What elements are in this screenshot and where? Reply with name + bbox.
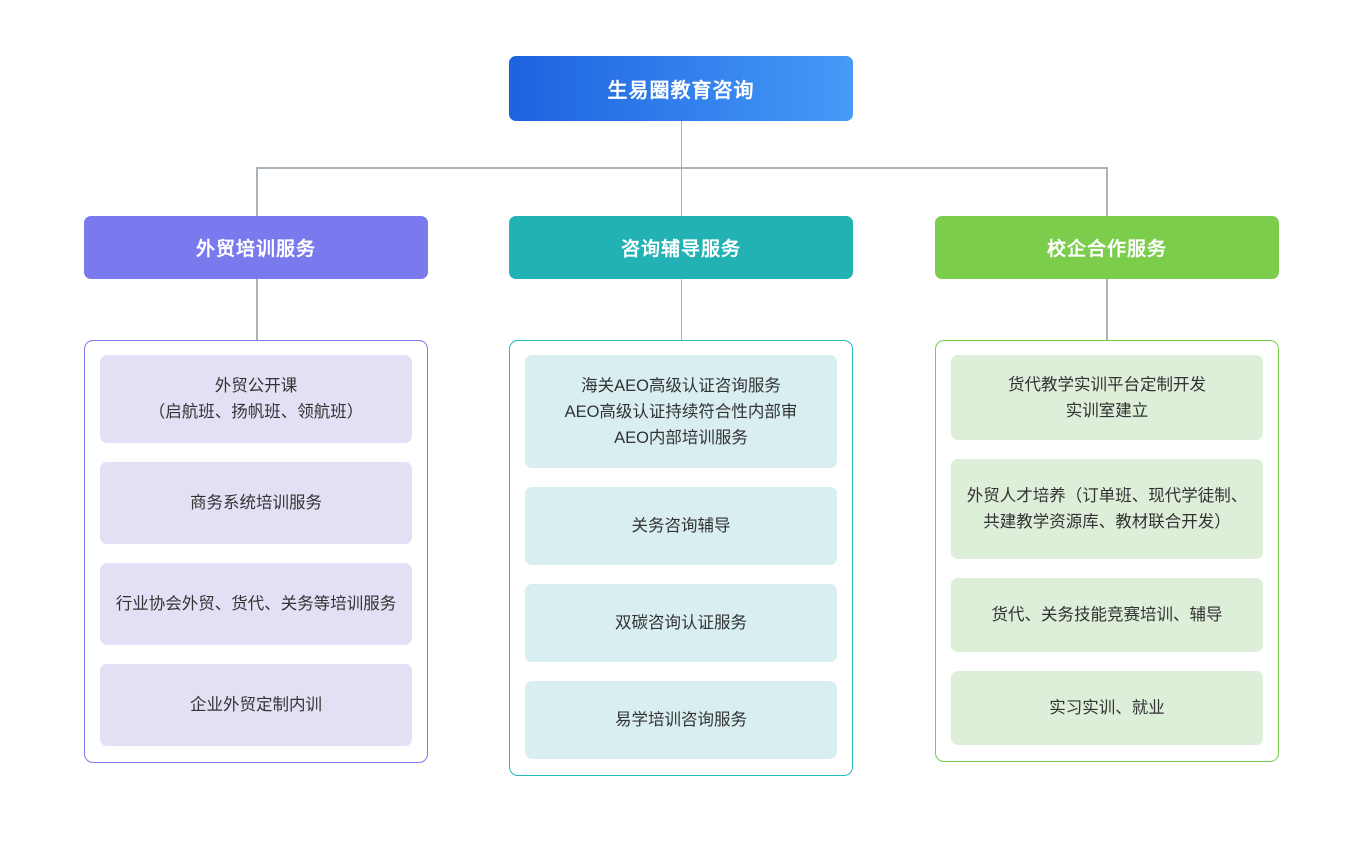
service-chip[interactable]: 易学培训咨询服务 (525, 681, 837, 759)
connector-header-to-body-2 (680, 279, 682, 341)
branch-header-1[interactable]: 外贸培训服务 (84, 216, 428, 279)
root-node-label: 生易圈教育咨询 (607, 80, 755, 102)
branch-column-2: 咨询辅导服务 海关AEO高级认证咨询服务 AEO高级认证持续符合性内部审 AEO… (509, 216, 853, 776)
service-chip[interactable]: 外贸人才培养（订单班、现代学徒制、共建教学资源库、教材联合开发） (951, 459, 1263, 559)
branch-header-label-1: 外贸培训服务 (195, 239, 316, 260)
branch-header-label-3: 校企合作服务 (1046, 239, 1167, 260)
branch-header-label-2: 咨询辅导服务 (620, 239, 741, 260)
service-chip[interactable]: 货代教学实训平台定制开发 实训室建立 (951, 355, 1263, 440)
branch-column-1: 外贸培训服务 外贸公开课 （启航班、扬帆班、领航班） 商务系统培训服务 行业协会… (84, 216, 428, 763)
branch-header-2[interactable]: 咨询辅导服务 (509, 216, 853, 279)
connector-root-stem (680, 121, 682, 167)
connector-header-to-body-3 (1106, 279, 1108, 341)
service-chip[interactable]: 商务系统培训服务 (100, 462, 412, 544)
branch-body-2: 海关AEO高级认证咨询服务 AEO高级认证持续符合性内部审 AEO内部培训服务 … (509, 340, 853, 776)
service-chip[interactable]: 双碳咨询认证服务 (525, 584, 837, 662)
branch-body-1: 外贸公开课 （启航班、扬帆班、领航班） 商务系统培训服务 行业协会外贸、货代、关… (84, 340, 428, 763)
branch-column-3: 校企合作服务 货代教学实训平台定制开发 实训室建立 外贸人才培养（订单班、现代学… (935, 216, 1279, 762)
branch-body-3: 货代教学实训平台定制开发 实训室建立 外贸人才培养（订单班、现代学徒制、共建教学… (935, 340, 1279, 762)
connector-drop-branch-2 (680, 167, 682, 216)
branch-header-3[interactable]: 校企合作服务 (935, 216, 1279, 279)
connector-drop-branch-1 (256, 167, 258, 216)
service-chip[interactable]: 外贸公开课 （启航班、扬帆班、领航班） (100, 355, 412, 443)
service-chip[interactable]: 行业协会外贸、货代、关务等培训服务 (100, 563, 412, 645)
service-chip[interactable]: 实习实训、就业 (951, 671, 1263, 745)
service-chip[interactable]: 货代、关务技能竞赛培训、辅导 (951, 578, 1263, 652)
service-chip[interactable]: 企业外贸定制内训 (100, 664, 412, 746)
service-chip[interactable]: 关务咨询辅导 (525, 487, 837, 565)
root-node[interactable]: 生易圈教育咨询 (509, 56, 853, 121)
connector-header-to-body-1 (256, 279, 258, 341)
connector-drop-branch-3 (1106, 167, 1108, 216)
service-chip[interactable]: 海关AEO高级认证咨询服务 AEO高级认证持续符合性内部审 AEO内部培训服务 (525, 355, 837, 468)
